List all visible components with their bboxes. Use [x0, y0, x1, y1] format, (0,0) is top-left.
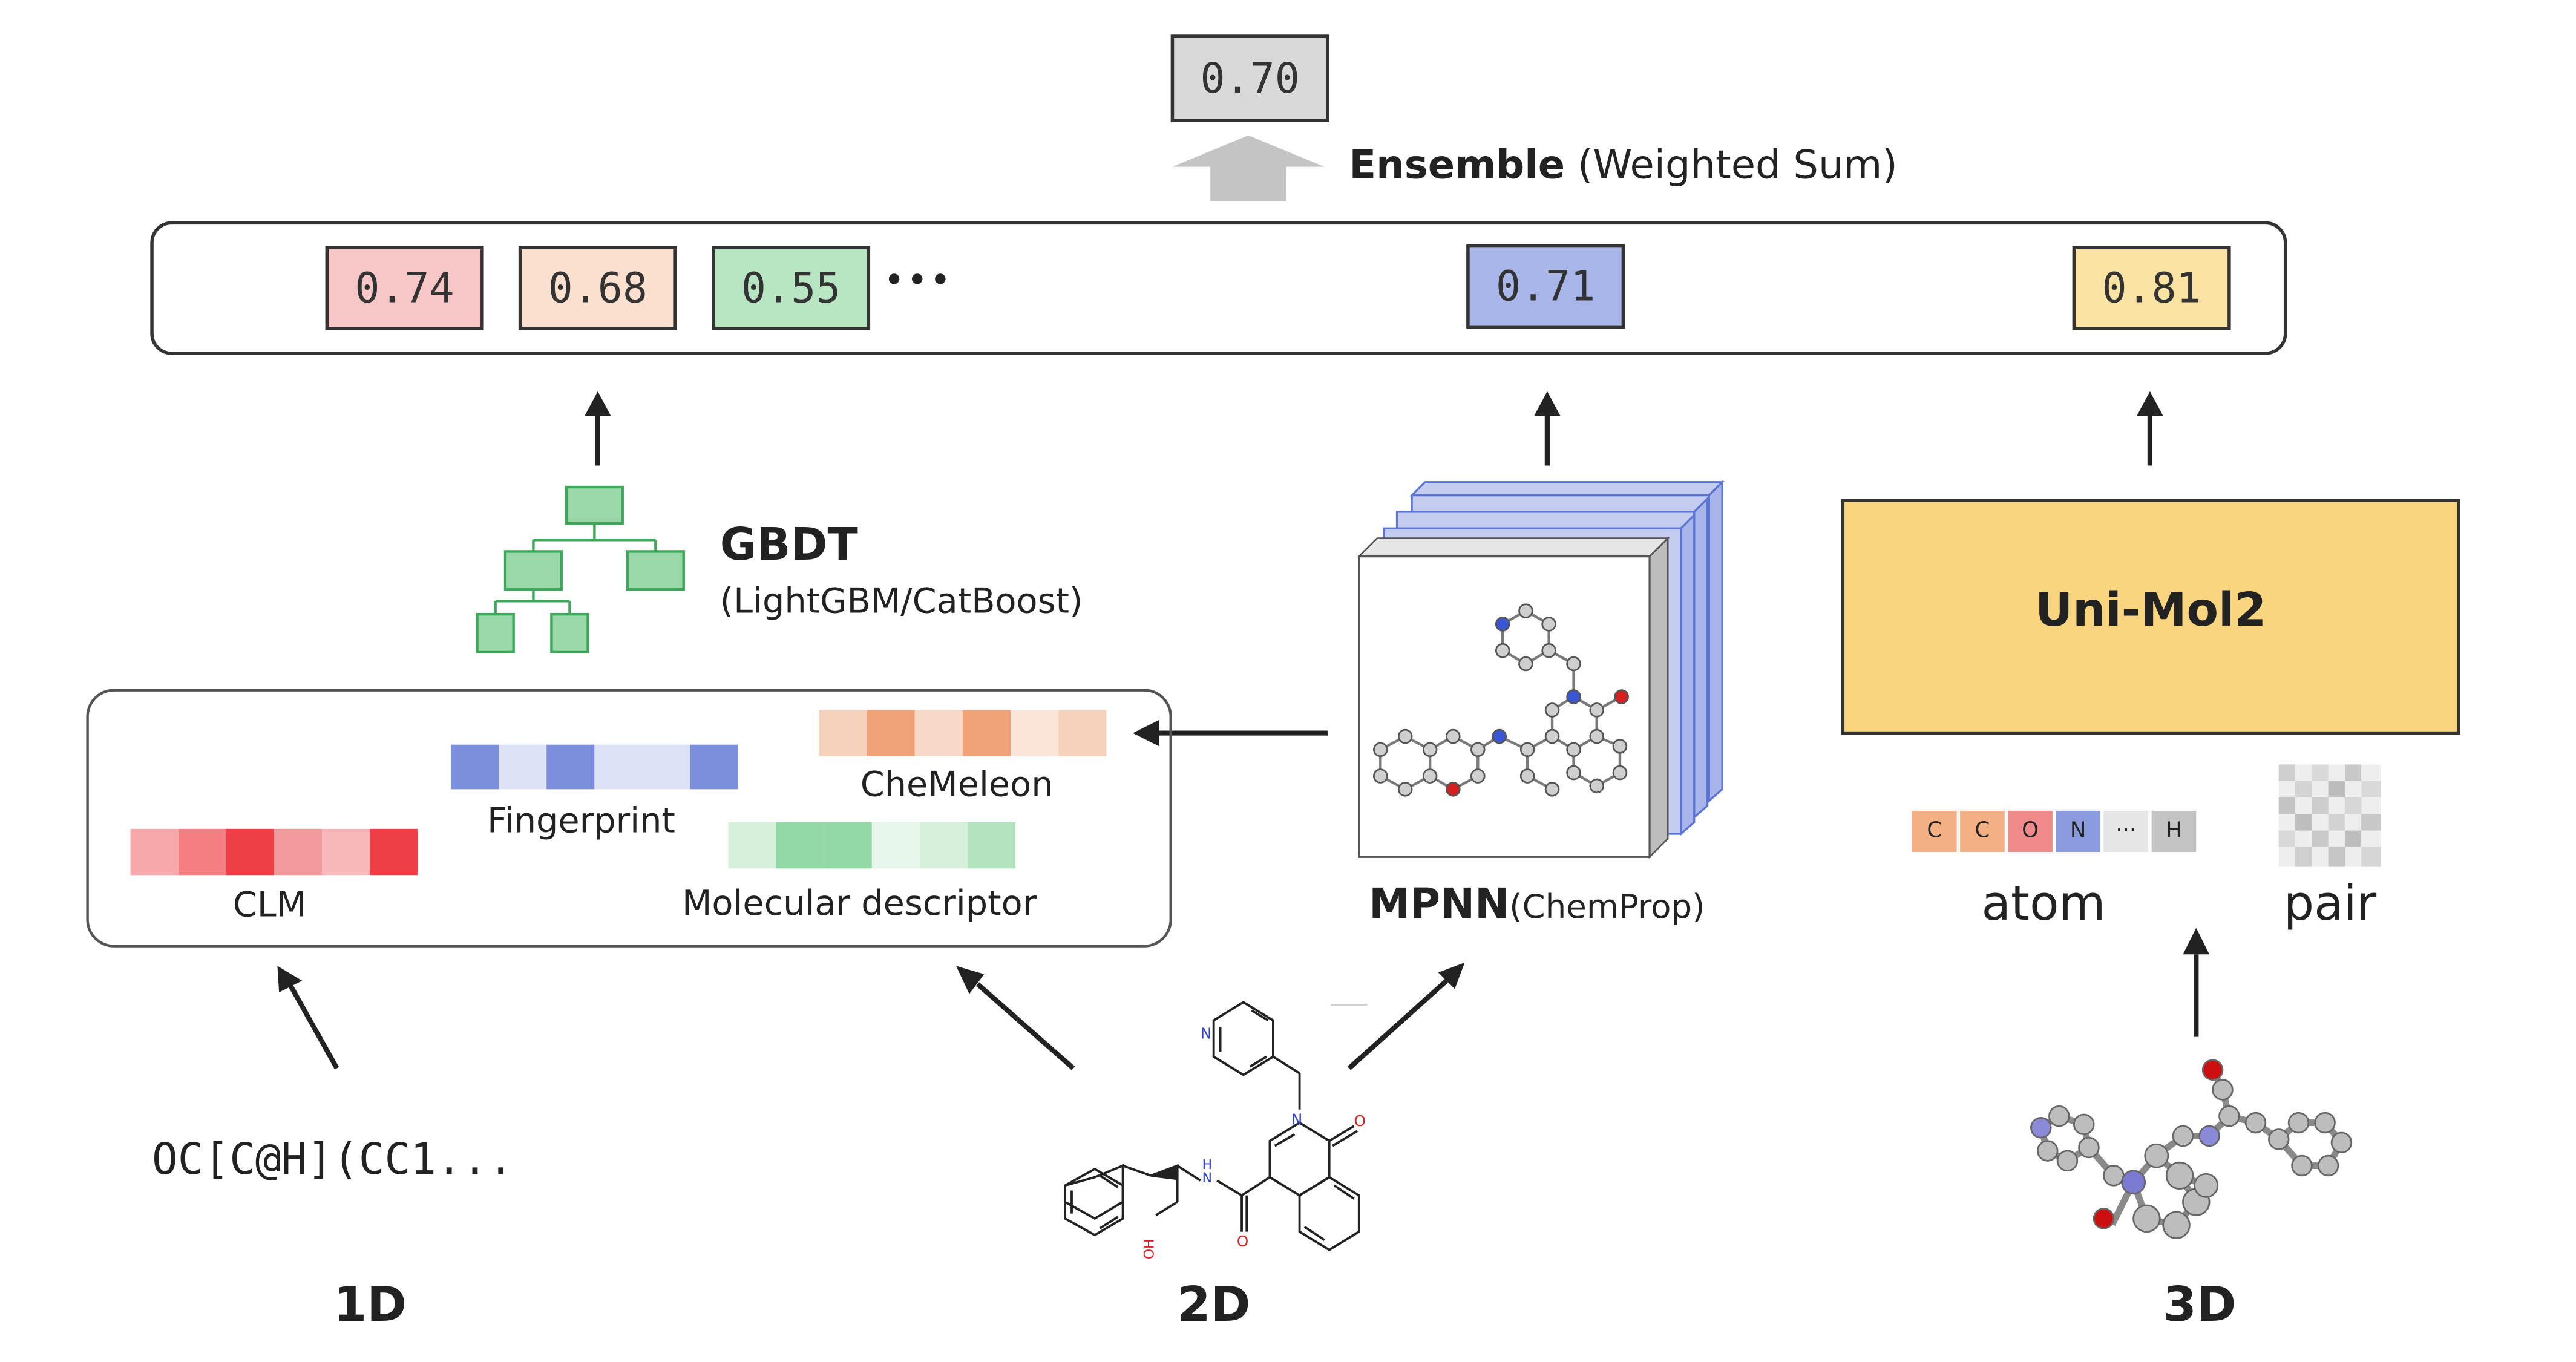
- chemeleon-label: CheMeleon: [860, 764, 1054, 804]
- score-gbdt-2: 0.68: [518, 246, 677, 330]
- atom-cell: C: [1910, 809, 1959, 854]
- descriptor-cell: [919, 822, 968, 869]
- fingerprint-label: Fingerprint: [487, 801, 675, 840]
- dotted-mark: [1331, 1004, 1368, 1006]
- score-gbdt-3: 0.55: [712, 246, 871, 330]
- clm-cell: [274, 828, 323, 876]
- chemeleon-cell: [962, 710, 1011, 756]
- chemeleon-cell: [819, 710, 867, 756]
- descriptor-strip: [728, 822, 1016, 869]
- unimol-box: [1841, 499, 2460, 735]
- clm-cell: [322, 828, 370, 876]
- atom-cell: C: [1958, 809, 2007, 854]
- atom-label: atom: [1981, 875, 2106, 932]
- mpnn-label-bold: MPNN: [1369, 880, 1510, 928]
- mpnn-label: MPNN(ChemProp): [1369, 880, 1705, 928]
- score-gbdt-1: 0.74: [325, 246, 484, 330]
- ensemble-arrow: [1172, 135, 1325, 201]
- chemeleon-cell: [1011, 710, 1059, 756]
- ensemble-output-score: 0.70: [1170, 34, 1329, 122]
- mol2d-amide-hn: H N: [1202, 1157, 1212, 1186]
- dimension-1d: 1D: [333, 1276, 407, 1333]
- clm-cell: [130, 828, 179, 876]
- atom-cell: H: [2149, 809, 2198, 854]
- scores-panel: [150, 221, 2287, 355]
- pair-label: pair: [2283, 875, 2377, 932]
- feature-box: [86, 689, 1172, 948]
- descriptor-cell: [871, 822, 920, 869]
- chemeleon-cell: [1058, 710, 1107, 756]
- scores-ellipsis: •••: [883, 261, 953, 303]
- descriptor-cell: [968, 822, 1016, 869]
- chemeleon-cell: [914, 710, 963, 756]
- fingerprint-strip: [450, 744, 738, 790]
- score-mpnn: 0.71: [1466, 244, 1625, 329]
- descriptor-label: Molecular descriptor: [681, 883, 1037, 923]
- mpnn-card-stack: [1357, 479, 1725, 859]
- clm-cell: [226, 828, 274, 876]
- dimension-2d: 2D: [1177, 1276, 1251, 1333]
- mol2d-ring-n: N: [1291, 1113, 1303, 1130]
- clm-strip: [130, 828, 418, 876]
- fingerprint-cell: [499, 744, 547, 790]
- fingerprint-cell: [690, 744, 738, 790]
- descriptor-cell: [728, 822, 776, 869]
- chemeleon-strip: [819, 710, 1107, 756]
- descriptor-cell: [824, 822, 872, 869]
- mol2d-pyridine-n: N: [1200, 1027, 1212, 1044]
- molecule-2d-drawing: [1064, 1001, 1360, 1251]
- fingerprint-cell: [450, 744, 499, 790]
- mpnn-graph-nodes: [1372, 603, 1629, 797]
- gbdt-subtitle: (LightGBM/CatBoost): [719, 581, 1083, 621]
- atom-cell: ···: [2102, 809, 2150, 854]
- gbdt-title: GBDT: [719, 520, 858, 572]
- mpnn-label-rest: (ChemProp): [1509, 886, 1705, 926]
- fingerprint-cell: [546, 744, 595, 790]
- clm-label: CLM: [232, 885, 307, 925]
- descriptor-cell: [776, 822, 824, 869]
- mol2d-amide-o: O: [1236, 1235, 1249, 1252]
- smiles-string: OC[C@H](CC1...: [152, 1136, 514, 1186]
- mol2d-carbonyl-o: O: [1354, 1114, 1366, 1131]
- ensemble-label: Ensemble (Weighted Sum): [1349, 142, 1897, 188]
- atom-cell: O: [2006, 809, 2054, 854]
- clm-cell: [178, 828, 226, 876]
- pair-matrix-icon: [2278, 764, 2381, 867]
- fingerprint-cell: [642, 744, 690, 790]
- molecule-3d-atoms: [2030, 1059, 2353, 1239]
- tree-icon: [476, 485, 685, 654]
- clm-cell: [370, 828, 418, 876]
- chemeleon-cell: [867, 710, 915, 756]
- ensemble-label-rest: (Weighted Sum): [1565, 142, 1898, 189]
- atom-cell: N: [2054, 809, 2102, 854]
- mol2d-hydroxyl: OH: [1142, 1239, 1157, 1260]
- ensemble-label-bold: Ensemble: [1349, 142, 1565, 189]
- unimol-label: Uni-Mol2: [2035, 583, 2267, 638]
- dimension-3d: 3D: [2163, 1276, 2237, 1333]
- fingerprint-cell: [594, 744, 643, 790]
- score-unimol: 0.81: [2072, 246, 2231, 330]
